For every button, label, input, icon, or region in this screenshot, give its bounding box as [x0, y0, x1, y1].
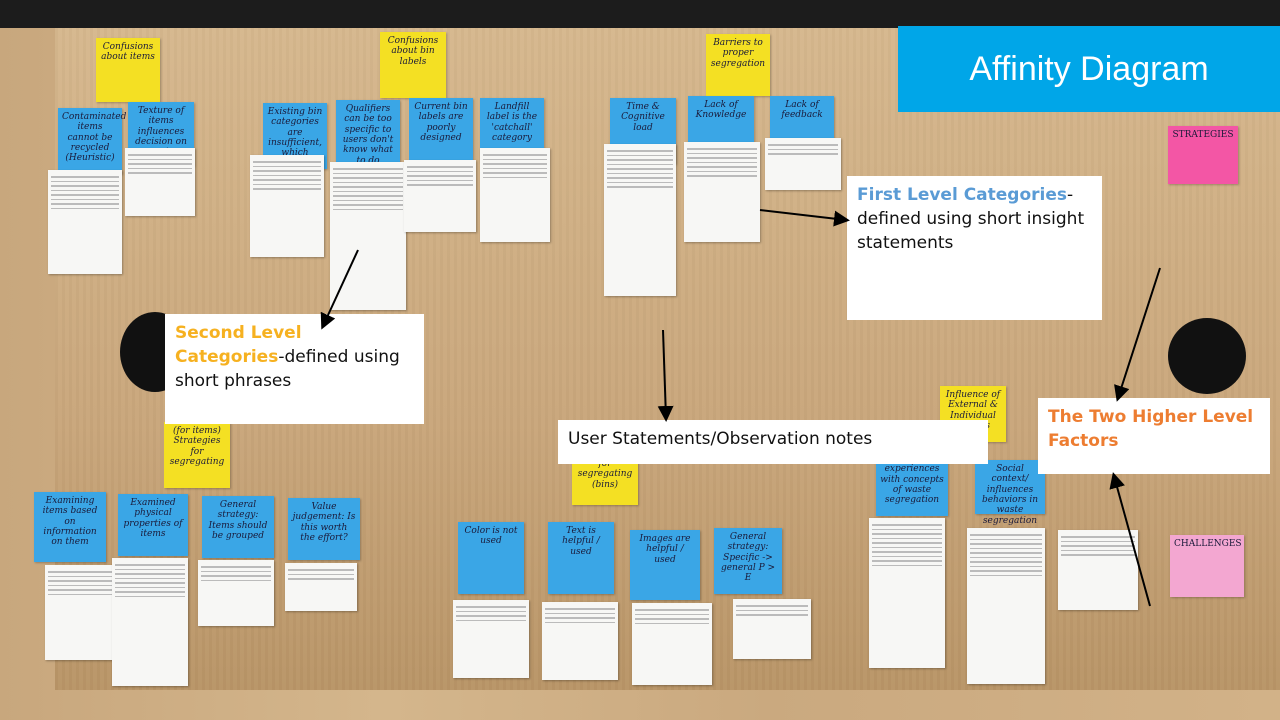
label-first-level-strong: First Level Categories [857, 185, 1068, 205]
note-bottom-4 [285, 563, 357, 611]
label-second-level: Second Level Categories-defined using sh… [165, 314, 424, 424]
label-second-level-strong: Second Level Categories [175, 323, 302, 367]
note-column-6 [480, 148, 550, 242]
sticky-confusions-bin-labels: Confusions about bin labels [380, 32, 446, 98]
note-bottom-7 [632, 603, 712, 685]
label-higher-level: The Two Higher Level Factors [1038, 398, 1270, 474]
note-bottom-6 [542, 602, 618, 680]
table-hole-right [1168, 318, 1246, 394]
sticky-social-context: Social context/ influences behaviors in … [975, 460, 1045, 526]
sticky-images-helpful: Images are helpful / used [630, 530, 700, 600]
note-column-9 [765, 138, 841, 190]
note-bottom-3 [198, 560, 274, 626]
sticky-general-strategy-2: General strategy: Specific -> general P … [714, 528, 782, 594]
sticky-confusions-items: Confusions about items [96, 38, 160, 102]
note-bottom-9 [869, 518, 945, 668]
label-user-statements: User Statements/Observation notes [558, 420, 988, 464]
sticky-strategies-segregating: (for items) Strategies for segregating [164, 422, 230, 488]
sticky-strategies: STRATEGIES [1168, 126, 1238, 184]
sticky-examining: Examining items based on information on … [34, 492, 106, 562]
note-column-5 [404, 160, 476, 232]
sticky-general-strategy: General strategy: Items should be groupe… [202, 496, 274, 558]
sticky-value-judgement: Value judgement: Is this worth the effor… [288, 498, 360, 560]
page-title: Affinity Diagram [898, 26, 1280, 112]
note-column-3 [250, 155, 324, 257]
label-first-level: First Level Categories-defined using sho… [847, 176, 1102, 320]
note-column-4 [330, 162, 406, 310]
note-bottom-10 [967, 528, 1045, 684]
label-second-level-rest: -defined using short phrases [175, 346, 400, 391]
sticky-examined-physical: Examined physical properties of items [118, 494, 188, 556]
sticky-contaminated: Contaminated items cannot be recycled (H… [58, 108, 126, 174]
label-first-level-rest: -defined using short insight statements [857, 185, 1085, 253]
sticky-barriers: Barriers to proper segregation [706, 34, 770, 96]
note-bottom-11 [1058, 530, 1138, 610]
sticky-text-helpful: Text is helpful / used [548, 522, 614, 594]
note-bottom-5 [453, 600, 529, 678]
note-column-1 [48, 170, 122, 274]
note-column-7 [604, 144, 676, 296]
sticky-qualifiers: Qualifiers can be too specific to users … [336, 100, 400, 166]
sticky-color-not-used: Color is not used [458, 522, 524, 594]
note-column-8 [684, 142, 760, 242]
note-bottom-8 [733, 599, 811, 659]
sticky-challenges: CHALLENGES [1170, 535, 1244, 597]
note-column-2 [125, 148, 195, 216]
sticky-current-bin: Current bin labels are poorly designed [409, 98, 473, 164]
note-bottom-1 [45, 565, 119, 660]
note-bottom-2 [112, 558, 188, 686]
